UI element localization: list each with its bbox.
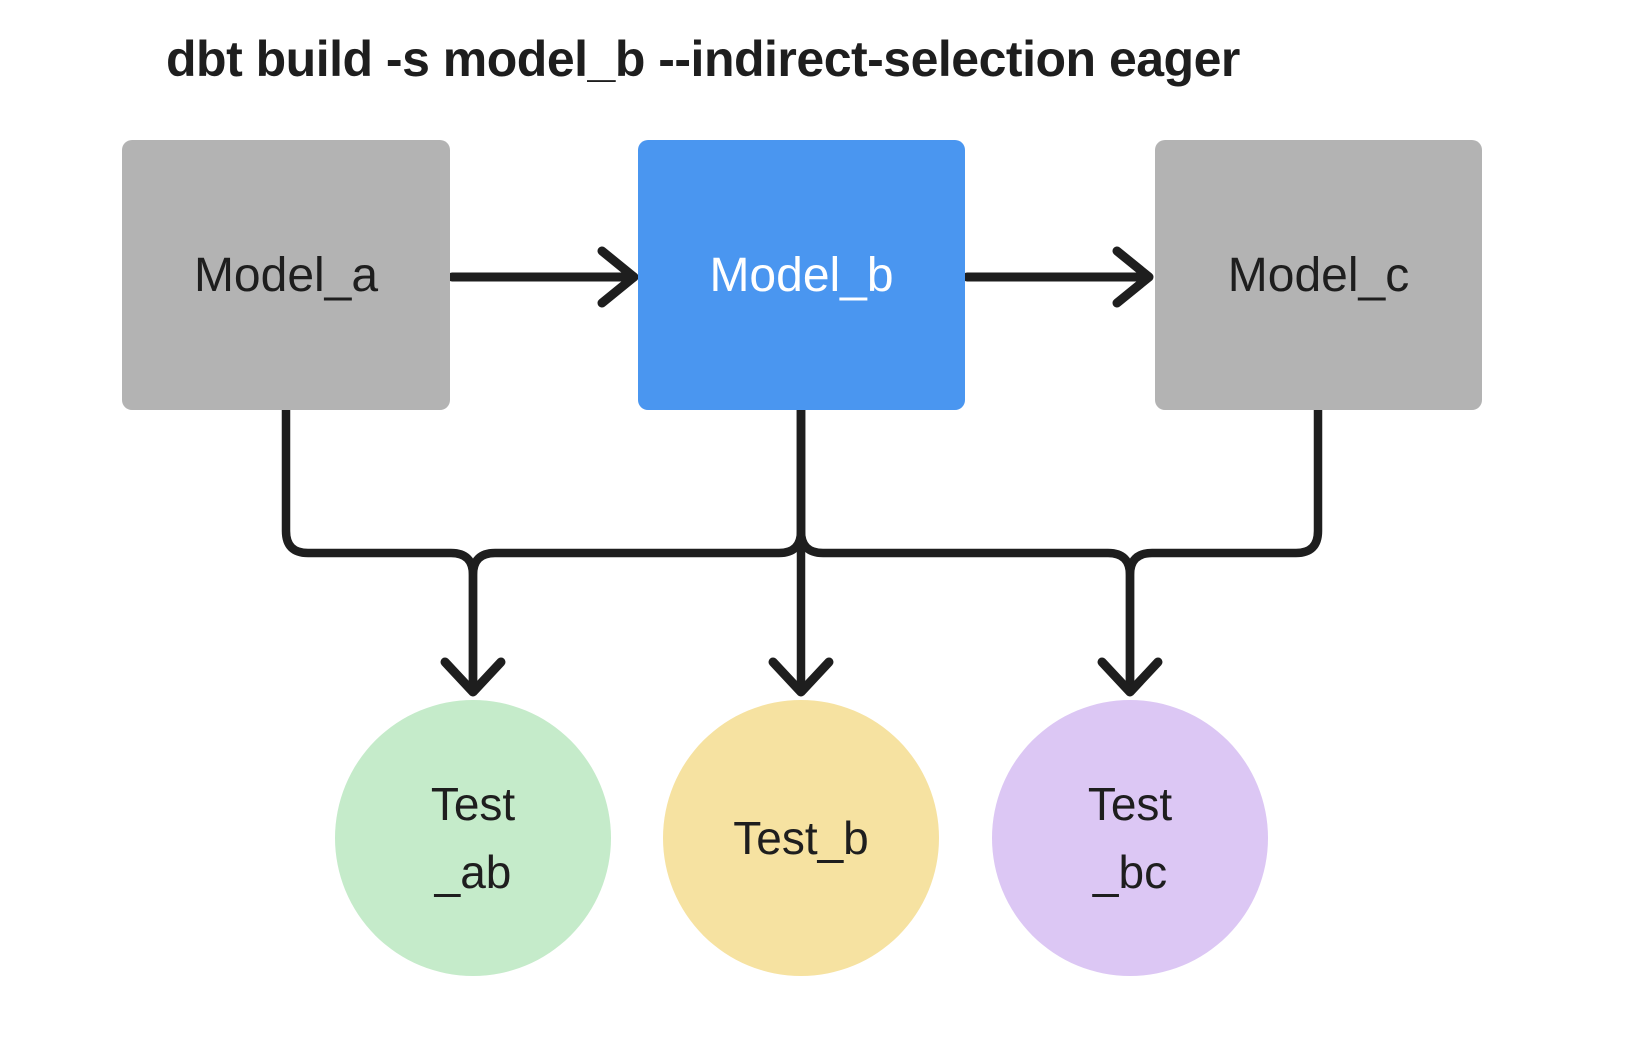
diagram-title: dbt build -s model_b --indirect-selectio… [166,31,1240,87]
node-test-bc-label-line1: Test [1087,778,1173,830]
edge-model-a-to-test-ab [281,405,478,695]
node-model-c[interactable]: Model_c [1155,140,1482,410]
node-test-b-label: Test_b [733,812,869,864]
arrowhead-test-ab [440,657,506,697]
node-model-b-selected[interactable]: Model_b [638,140,965,410]
arrowhead-test-b [768,657,834,697]
node-model-a[interactable]: Model_a [122,140,450,410]
node-test-bc-label-line2: _bc [1092,846,1168,898]
edge-model-a-to-model-b [447,246,639,308]
edge-model-b-to-model-c [962,246,1154,308]
edge-model-b-to-test-ab [468,405,806,695]
arrowhead-test-bc [1097,657,1163,697]
node-test-ab-label-line2: _ab [434,846,512,898]
node-test-bc[interactable]: Test _bc [992,700,1268,976]
node-model-c-label: Model_c [1227,248,1410,302]
node-model-b-label: Model_b [709,248,894,302]
edge-model-c-to-test-bc [1125,405,1323,695]
node-test-ab-label-line1: Test [430,778,516,830]
edge-model-b-to-test-bc [796,405,1135,695]
node-test-b[interactable]: Test_b [663,700,939,976]
node-model-a-label: Model_a [193,248,379,302]
node-test-ab[interactable]: Test _ab [335,700,611,976]
